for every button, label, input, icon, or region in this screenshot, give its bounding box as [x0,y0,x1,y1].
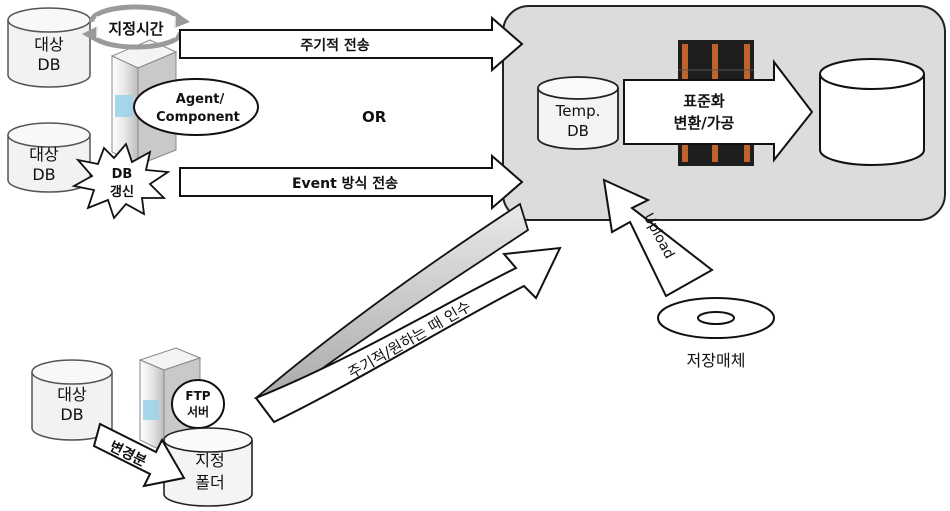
db-update-line1: DB [112,167,133,182]
pickup-band [253,202,530,403]
event-transfer-arrow: Event 방식 전송 [179,153,524,211]
ftp-server-badge: FTP 서버 [171,379,225,429]
storage-media-disc-icon [657,297,775,339]
pickup-arrow: 주기적/원하는 때 인수 [254,246,562,424]
event-label: Event 방식 전송 [292,175,398,192]
agent-label-line1: Agent/ [176,92,225,107]
folder-label-line1: 지정 [195,451,224,470]
periodic-label: 주기적 전송 [300,37,369,54]
target-db-1: 대상 DB [7,7,91,88]
agent-component-badge: Agent/ Component [133,78,259,136]
target-db-2: 대상 DB [7,122,91,193]
periodic-transfer-arrow: 주기적 전송 [179,15,524,73]
db-update-line2: 갱신 [110,184,134,200]
schedule-label: 지정시간 [108,20,163,38]
temp-db-line1: Temp. [555,102,601,120]
final-db-cylinder [819,58,925,166]
designated-folder-cylinder: 지정 폴더 [163,427,253,507]
db3-label-line2: DB [60,405,83,424]
target-db-3: 대상 DB [31,359,113,441]
transform-line1: 표준화 [683,92,725,110]
temp-db-line2: DB [567,122,589,140]
agent-label-line2: Component [156,110,240,125]
schedule-refresh-icon: 지정시간 [82,4,190,50]
temp-db-cylinder: Temp. DB [537,76,619,150]
db1-label-line2: DB [37,55,60,74]
db-update-burst-icon: DB 갱신 [71,142,171,220]
db2-label-line2: DB [32,165,55,184]
or-label: OR [362,108,387,126]
transform-arrow: 표준화 변환/가공 [623,59,814,163]
db1-label-line1: 대상 [34,35,64,54]
storage-media-label: 저장매체 [687,351,746,370]
db2-label-line1: 대상 [29,145,59,164]
folder-label-line2: 폴더 [195,473,224,492]
agent-server-icon [110,39,178,166]
db3-label-line1: 대상 [57,385,87,404]
ftp-label-line2: 서버 [187,404,209,419]
ftp-label-line1: FTP [185,389,210,403]
transform-line2: 변환/가공 [674,114,735,132]
